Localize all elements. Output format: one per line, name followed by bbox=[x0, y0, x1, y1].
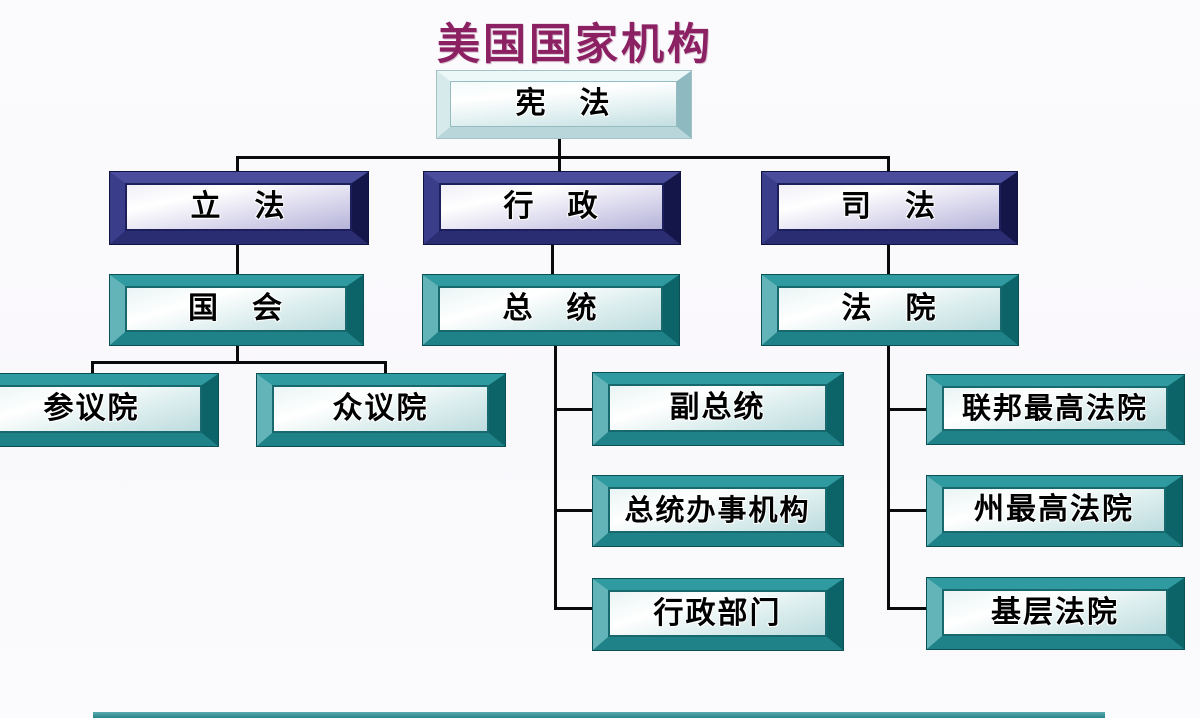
node-senate-face: 参议院 bbox=[0, 385, 202, 433]
connector-line bbox=[551, 242, 554, 276]
node-constitution: 宪 法 bbox=[437, 71, 691, 138]
node-vice-president-label: 副总统 bbox=[669, 390, 766, 425]
connector-line bbox=[887, 156, 890, 174]
connector-line bbox=[236, 156, 239, 174]
node-basic-court-face: 基层法院 bbox=[942, 589, 1168, 636]
diagram-title: 美国国家机构 bbox=[437, 20, 713, 70]
connector-line bbox=[558, 137, 561, 158]
node-state-supreme-court: 州最高法院 bbox=[927, 476, 1182, 546]
node-executive-label: 行 政 bbox=[503, 189, 600, 224]
node-basic-court-label: 基层法院 bbox=[991, 594, 1119, 630]
node-constitution-label: 宪 法 bbox=[515, 86, 612, 121]
node-house: 众议院 bbox=[257, 374, 505, 446]
node-court-label: 法 院 bbox=[841, 291, 938, 326]
connector-line bbox=[887, 242, 890, 276]
node-congress-label: 国 会 bbox=[188, 291, 284, 326]
node-executive-face: 行 政 bbox=[439, 183, 664, 231]
connector-line bbox=[236, 343, 239, 363]
connector-line bbox=[554, 509, 595, 512]
connector-line bbox=[554, 408, 595, 411]
node-executive: 行 政 bbox=[424, 172, 680, 244]
node-state-supreme-court-face: 州最高法院 bbox=[942, 487, 1166, 533]
connector-line bbox=[887, 607, 929, 610]
node-legislative: 立 法 bbox=[110, 172, 368, 244]
node-federal-supreme-court-label: 联邦最高法院 bbox=[961, 391, 1148, 425]
node-congress-face: 国 会 bbox=[125, 286, 347, 332]
node-federal-supreme-court-face: 联邦最高法院 bbox=[942, 386, 1168, 431]
node-congress: 国 会 bbox=[110, 275, 363, 345]
node-vice-president: 副总统 bbox=[593, 373, 843, 445]
node-vice-president-face: 副总统 bbox=[608, 384, 827, 432]
node-executive-office-label: 总统办事机构 bbox=[624, 492, 811, 527]
connector-line bbox=[887, 343, 890, 610]
node-president: 总 统 bbox=[423, 275, 679, 345]
node-constitution-face: 宪 法 bbox=[450, 81, 677, 127]
node-senate-label: 参议院 bbox=[43, 391, 140, 426]
node-house-face: 众议院 bbox=[272, 385, 489, 433]
node-president-label: 总 统 bbox=[502, 291, 599, 326]
node-court-face: 法 院 bbox=[777, 286, 1002, 332]
connector-line bbox=[384, 361, 387, 376]
node-state-supreme-court-label: 州最高法院 bbox=[974, 492, 1134, 527]
node-basic-court: 基层法院 bbox=[927, 578, 1184, 649]
node-house-label: 众议院 bbox=[332, 391, 429, 426]
connector-line bbox=[558, 156, 561, 174]
node-judicial: 司 法 bbox=[762, 172, 1017, 244]
node-legislative-face: 立 法 bbox=[125, 183, 352, 231]
node-senate: 参议院 bbox=[0, 374, 218, 446]
connector-line bbox=[887, 509, 929, 512]
connector-line bbox=[236, 156, 890, 159]
node-executive-departments-label: 行政部门 bbox=[653, 595, 782, 631]
node-court: 法 院 bbox=[762, 275, 1018, 345]
node-executive-departments-face: 行政部门 bbox=[608, 590, 827, 637]
node-federal-supreme-court: 联邦最高法院 bbox=[927, 375, 1184, 444]
connector-line bbox=[91, 361, 387, 364]
node-judicial-label: 司 法 bbox=[841, 189, 937, 224]
node-executive-office: 总统办事机构 bbox=[593, 476, 843, 546]
connector-line bbox=[236, 242, 239, 276]
node-judicial-face: 司 法 bbox=[777, 183, 1001, 231]
node-president-face: 总 统 bbox=[438, 286, 663, 332]
node-legislative-label: 立 法 bbox=[190, 189, 287, 224]
node-executive-office-face: 总统办事机构 bbox=[608, 487, 827, 533]
node-executive-departments: 行政部门 bbox=[593, 579, 843, 650]
connector-line bbox=[554, 607, 595, 610]
connector-line bbox=[91, 361, 94, 376]
cropped-box-top-edge bbox=[93, 712, 1105, 718]
connector-line bbox=[554, 343, 557, 610]
connector-line bbox=[887, 408, 929, 411]
